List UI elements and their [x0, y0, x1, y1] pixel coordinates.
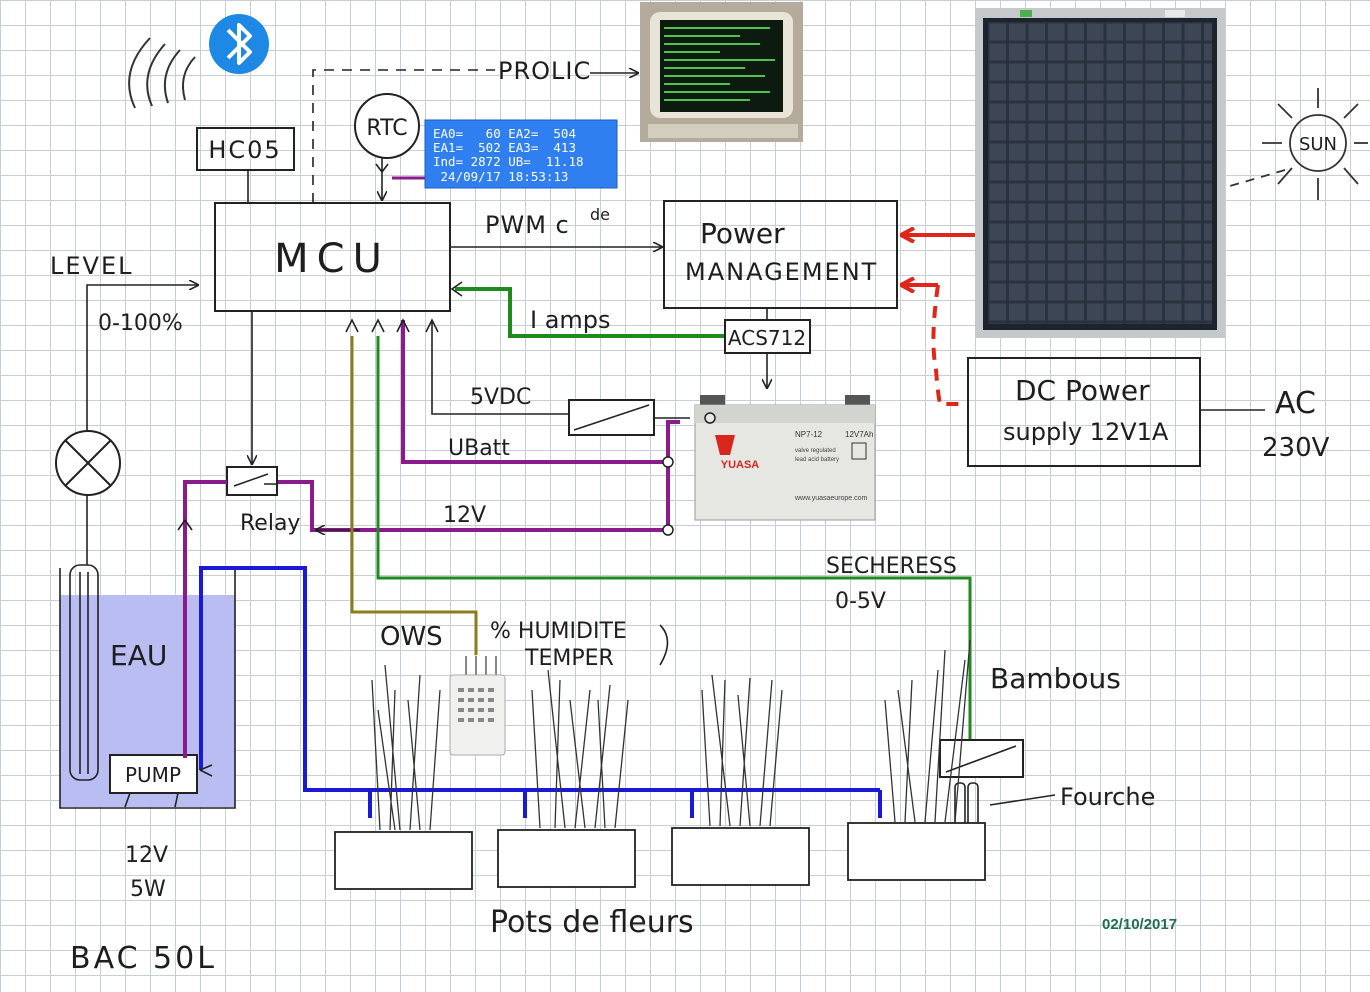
secheress-label: SECHERESS [826, 554, 957, 579]
level-lamp-icon [55, 430, 121, 496]
rtc-label: RTC [366, 116, 407, 141]
temper-label: TEMPER [524, 646, 614, 671]
bluetooth-icon [209, 14, 269, 74]
prolic-label: PROLIC [498, 57, 591, 85]
lcd-line-1: EA0= 60 EA2= 504 [433, 126, 576, 141]
dht22-sensor-image [449, 656, 506, 756]
battery-desc-2: lead acid battery [795, 457, 839, 463]
tank-outline [59, 568, 236, 809]
ows-wire [350, 336, 478, 655]
lcd-line-3: Ind= 2872 UB= 11.18 [433, 154, 584, 169]
dc-power-label: DC Power [1015, 374, 1150, 407]
pot-2 [497, 829, 636, 888]
iamps-label: I amps [530, 306, 611, 334]
pot-1 [334, 831, 473, 890]
battery-site: www.yuasaeurope.com [794, 495, 868, 502]
dryness-wire [376, 336, 972, 740]
pot-4 [847, 822, 986, 881]
battery-model: NP7-12 [795, 430, 823, 439]
ac-label: AC [1275, 386, 1316, 421]
twelve-v-label: 12V [443, 503, 486, 528]
ac-voltage-label: 230V [1262, 433, 1330, 463]
level-label: LEVEL [50, 252, 134, 280]
plant-pots [334, 822, 986, 890]
water-label: EAU [110, 639, 167, 672]
pot-3 [671, 827, 810, 886]
level-probe-tube [69, 564, 99, 781]
date-label: 02/10/2017 [1102, 916, 1177, 933]
relay-label: Relay [240, 511, 300, 536]
pump-label: PUMP [125, 763, 181, 787]
tank-label: BAC 50L [70, 941, 217, 976]
wireless-waves-icon [128, 37, 196, 109]
sun-label: SUN [1299, 134, 1337, 155]
sun-icon [1229, 88, 1368, 200]
acs712-label: ACS712 [728, 326, 806, 350]
rtc-circle [354, 93, 420, 159]
dc-power-supply-box [967, 357, 1201, 467]
pump-power-label: 5W [130, 877, 166, 902]
five-vdc-wire [431, 322, 570, 415]
power-management-box [663, 200, 898, 309]
pwm-label: PWM c [485, 211, 570, 239]
lcd-display: EA0= 60 EA2= 504 EA1= 502 EA3= 413 Ind= … [424, 119, 618, 189]
power-label: Power [700, 217, 785, 250]
fourche-label: Fourche [1060, 783, 1155, 811]
battery-brand: YUASA [721, 459, 760, 471]
mcu-box [214, 202, 451, 312]
five-vdc-label: 5VDC [470, 385, 531, 410]
hc05-box [196, 127, 295, 171]
secheress-range-label: 0-5V [835, 589, 886, 614]
management-label: MANAGEMENT [685, 258, 878, 286]
hc05-label: HC05 [208, 136, 281, 164]
relay-box [226, 466, 278, 496]
level-range-label: 0-100% [98, 311, 183, 336]
lcd-line-4: 24/09/17 18:53:13 [433, 169, 568, 184]
water-pipe [199, 566, 882, 818]
lcd-line-2: EA1= 502 EA3= 413 [433, 140, 576, 155]
humidite-label: % HUMIDITE [490, 619, 627, 644]
pump-voltage-label: 12V [125, 843, 168, 868]
battery-desc-1: valve regulated [795, 448, 836, 454]
pots-label: Pots de fleurs [490, 905, 694, 940]
bamboo-plants [371, 639, 971, 831]
level-wire [86, 285, 198, 436]
battery-image: YUASA NP7-12 12V7Ah valve regulated lead… [694, 395, 876, 521]
pump-box [109, 754, 198, 794]
current-sense-wire [455, 287, 725, 338]
dc-supply-label: supply 12V1A [1003, 418, 1169, 446]
bambous-label: Bambous [990, 662, 1121, 695]
pwm-superscript: de [590, 205, 610, 224]
terminal-monitor-image [640, 2, 803, 142]
solar-panel-image [975, 8, 1225, 338]
mcu-label: MCU [274, 236, 390, 282]
battery-rating: 12V7Ah [845, 430, 873, 439]
prolic-dashed-link [312, 69, 495, 203]
ubatt-label: UBatt [448, 436, 510, 461]
dc-supply-red-dashed [931, 284, 966, 406]
ows-label: OWS [380, 622, 443, 652]
